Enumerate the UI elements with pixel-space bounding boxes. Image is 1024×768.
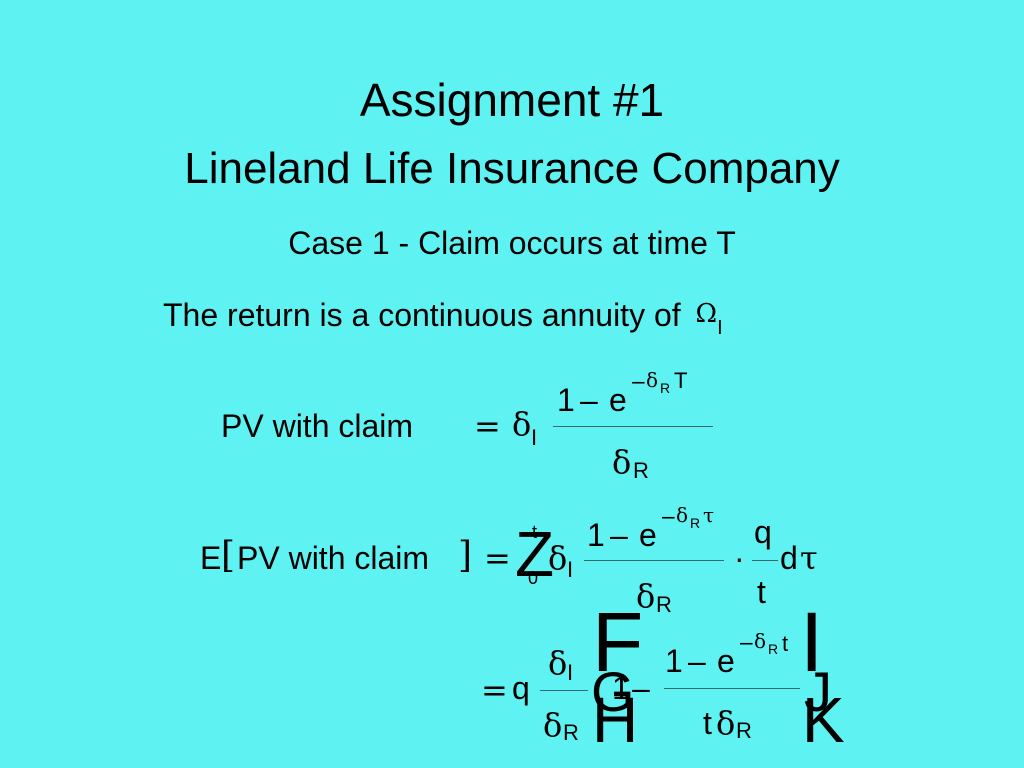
eq3-exp-sub-r: R: [768, 641, 779, 657]
eq2-dot: ·: [734, 540, 745, 576]
eq1-exp-t: T: [674, 368, 688, 393]
eq3-q: q: [512, 670, 530, 706]
eq3-right-bracket-mid: J: [804, 660, 832, 723]
eq2-t: t: [757, 574, 766, 610]
eq2-exp-delta: δ: [676, 503, 689, 527]
eq3-den-sub-r2: R: [736, 718, 752, 743]
eq1-lhs: PV with claim: [221, 408, 414, 444]
eq3-exp-minus: −: [738, 631, 755, 655]
eq2-q: q: [754, 514, 772, 550]
eq2-fraction-bar: [584, 560, 724, 561]
eq3-inner-one: 1: [665, 643, 683, 679]
eq3-num-delta: δ: [548, 644, 568, 682]
eq3-right-bracket-top: I: [800, 595, 824, 689]
eq3-den-sub-r: R: [563, 720, 579, 745]
eq2-num-e: e: [639, 517, 657, 553]
eq3-e: e: [717, 643, 735, 679]
eq2-tau: τ: [800, 539, 818, 577]
eq1-exp-sub-r: R: [660, 380, 671, 396]
eq2-exp-tau: τ: [703, 503, 715, 527]
eq3-fraction-bar: [540, 690, 588, 691]
eq2-exp-minus: −: [660, 505, 677, 529]
case-heading: Case 1 - Claim occurs at time T: [288, 225, 736, 261]
eq3-minus: –: [632, 670, 650, 706]
eq2-q-fraction-bar: [752, 560, 778, 561]
eq1-delta: δ: [512, 405, 532, 443]
eq2-rbracket: ]: [458, 535, 473, 576]
eq1-equals: =: [474, 407, 501, 445]
annuity-line: The return is a continuous annuity of ΩI: [163, 294, 723, 341]
eq2-den-delta: δ: [636, 577, 656, 615]
eq2-e: E: [200, 540, 222, 576]
eq1-exp-minus: −: [630, 370, 647, 394]
eq3-den-delta: δ: [543, 706, 563, 744]
eq3-equals: =: [481, 671, 508, 709]
eq2-den-sub-r: R: [656, 592, 672, 617]
eq3-num-sub-i: I: [567, 660, 574, 685]
annuity-subscript: I: [717, 317, 723, 339]
eq1-num-e: e: [609, 382, 627, 418]
eq3-den-t: t: [703, 705, 712, 741]
eq2-delta: δ: [548, 539, 568, 577]
eq3-left-bracket-top: F: [592, 595, 644, 689]
eq1-fraction-bar: [553, 426, 713, 427]
eq2-d: d: [780, 540, 798, 576]
eq3-exp-delta: δ: [754, 629, 767, 653]
eq3-exp-t: t: [782, 631, 789, 656]
eq3-right-bracket-bottom: K: [802, 684, 845, 756]
annuity-symbol: Ω: [695, 299, 718, 329]
eq3-den-delta2: δ: [716, 704, 736, 742]
eq1-den-delta: δ: [612, 443, 632, 481]
eq2-int-upper: t: [532, 522, 538, 542]
eq2-num-one: 1: [587, 517, 605, 553]
eq2-lhs: PV with claim: [237, 540, 430, 576]
eq3-inner-minus: –: [688, 643, 706, 679]
eq3-left-bracket-bottom: H: [592, 684, 639, 756]
eq2-equals: =: [484, 539, 511, 577]
annuity-text: The return is a continuous annuity of: [163, 297, 681, 333]
eq2-integral-sign: Z: [515, 518, 555, 590]
eq1-num-one: 1: [557, 382, 575, 418]
eq3-one: 1: [612, 670, 630, 706]
eq2-sub-i: I: [567, 557, 574, 582]
slide-subtitle: Lineland Life Insurance Company: [184, 144, 840, 193]
eq2-lbracket: [: [221, 535, 236, 576]
eq1-num-minus: –: [580, 382, 598, 418]
eq1-den-sub-r: R: [633, 458, 649, 483]
eq2-int-lower: 0: [528, 568, 539, 588]
eq1-sub-i: I: [531, 425, 538, 450]
slide-title: Assignment #1: [359, 74, 665, 126]
eq2-num-minus: –: [610, 517, 628, 553]
eq3-inner-fraction-bar: [664, 688, 800, 689]
eq3-left-bracket-mid: G: [591, 660, 635, 723]
eq1-exp-delta: δ: [646, 368, 659, 392]
eq2-exp-sub-r: R: [690, 515, 701, 531]
